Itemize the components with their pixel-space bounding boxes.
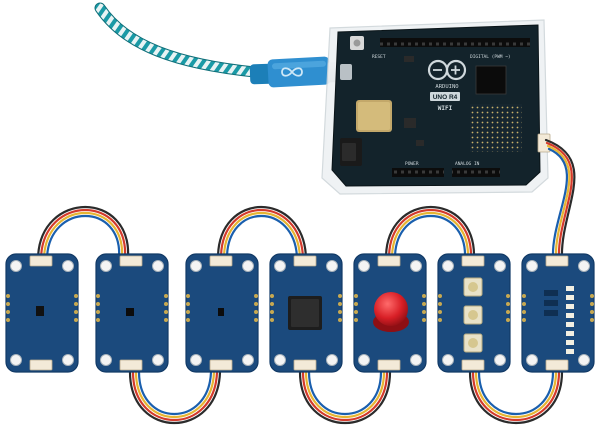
module-3: [185, 253, 259, 373]
module-4: [269, 253, 343, 373]
wire-board-to-module-7: [544, 138, 576, 260]
power-header: [392, 168, 444, 177]
board-variant-text: WIFI: [438, 105, 453, 112]
red-button-cap: [373, 292, 409, 332]
wire-module-1-to-2: [36, 205, 130, 260]
led-matrix: [470, 104, 522, 152]
wire-module-5-to-6: [384, 205, 476, 260]
board-model-text: UNO R4: [433, 94, 458, 101]
push-button-2: [463, 305, 483, 325]
board-qwiic-connector: [537, 133, 551, 153]
module-1: [5, 253, 79, 373]
reset-silk-text: RESET: [372, 54, 386, 60]
digital-silk-text: DIGITAL (PWM ~): [470, 54, 511, 60]
analog-header: [452, 168, 500, 177]
led-bar: [566, 286, 574, 354]
wire-module-3-to-4: [216, 206, 308, 260]
arduino-logo-icon: [427, 59, 467, 81]
infinity-logo-icon: [281, 67, 303, 77]
wire-module-6-to-7: [468, 370, 564, 425]
wire-module-4-to-5: [298, 370, 392, 425]
arduino-uno-r4-board: ARDUINO UNO R4 WIFI RESET DIGITAL (PWM ~…: [321, 19, 551, 195]
processor-chip: [475, 65, 507, 95]
digital-header: [380, 38, 530, 47]
push-button-1: [463, 277, 483, 297]
push-button-3: [463, 333, 483, 353]
module-5: [353, 253, 427, 373]
module-6: [437, 253, 511, 373]
analog-silk-text: ANALOG IN: [455, 161, 480, 167]
module-2: [95, 253, 169, 373]
power-silk-text: POWER: [405, 161, 419, 167]
board-brand-text: ARDUINO: [435, 84, 458, 90]
reset-button-graphic: [350, 36, 364, 50]
usb-cable: [94, 2, 275, 85]
wire-module-2-to-3: [128, 370, 222, 424]
module-7: [521, 253, 595, 373]
